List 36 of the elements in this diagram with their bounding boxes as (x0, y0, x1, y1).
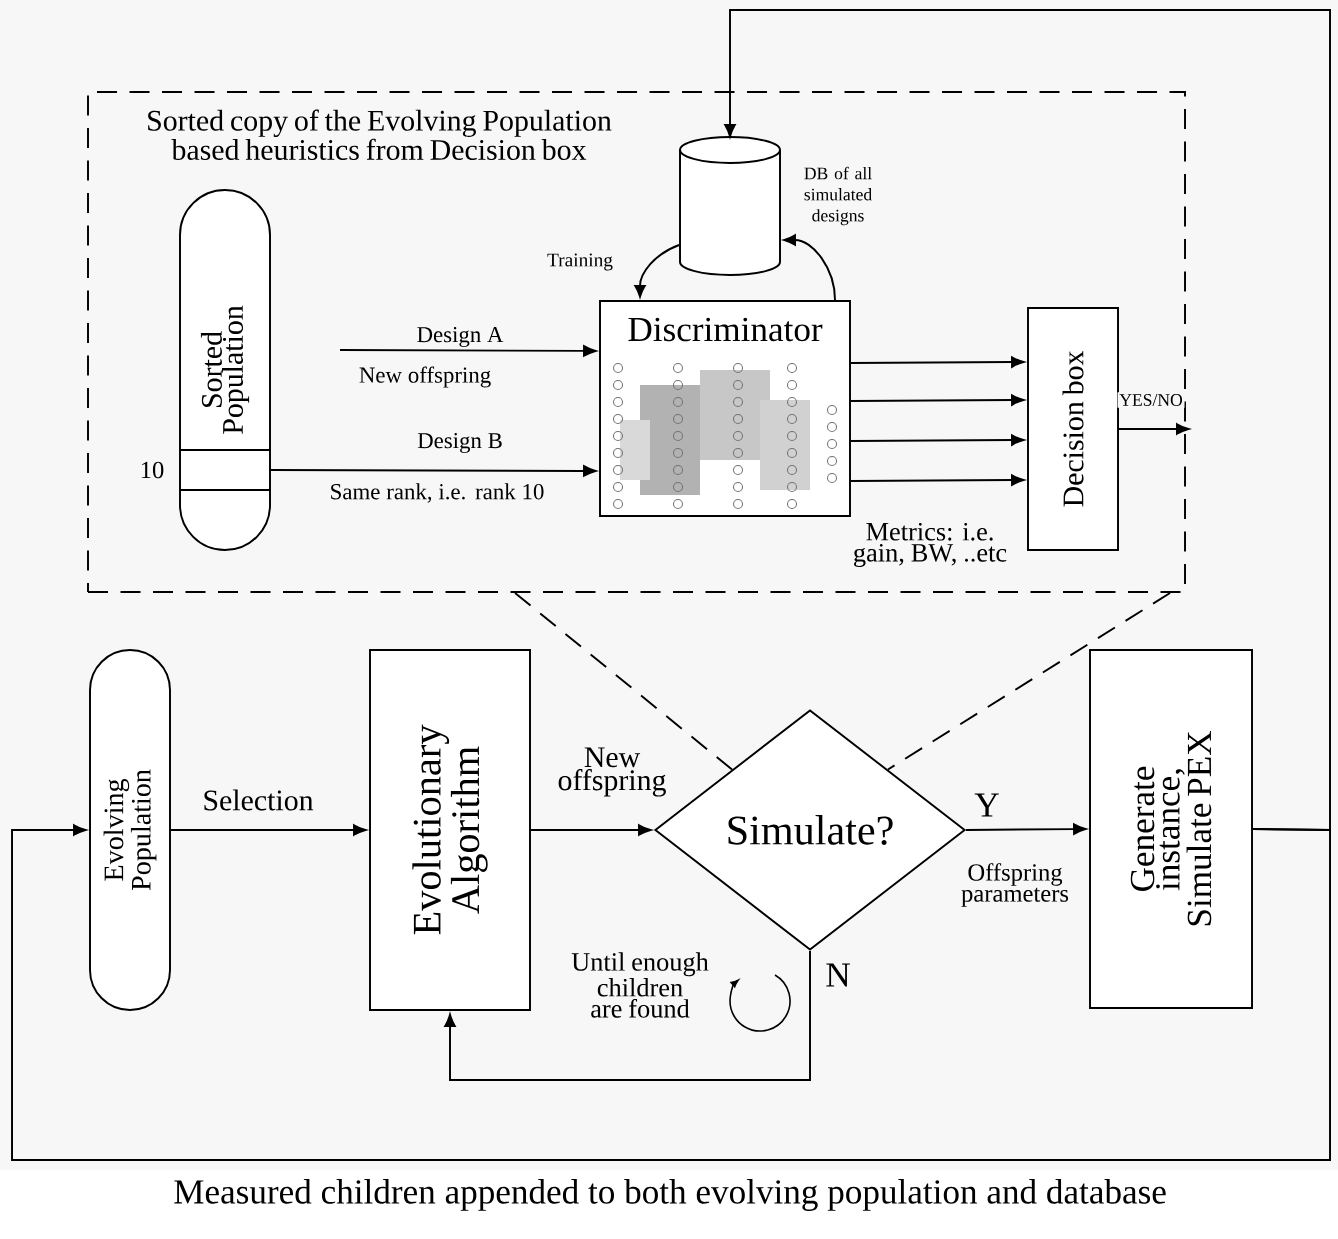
arrow (270, 465, 597, 477)
connector-line (887, 592, 1171, 771)
arrow (11, 824, 1331, 1161)
note-text: Until enough children are found (571, 952, 709, 1018)
arrow (1118, 423, 1190, 435)
note-text: Metrics: i.e. gain, BW, ..etc (854, 522, 1007, 568)
arrow (339, 345, 597, 357)
node-caption: 10 (141, 461, 164, 479)
arrow (850, 474, 1025, 486)
arrow (783, 234, 836, 301)
arrow (965, 823, 1087, 835)
group-heading: Sorted copy of the Evolving Population based heuristics from Decision box (148, 109, 612, 161)
arrow (850, 356, 1025, 368)
connector-line (514, 592, 733, 771)
caption: Measured children appended to both evolving population and database (174, 1179, 1166, 1211)
database-cylinder (679, 136, 781, 276)
edge-label: Training (545, 251, 615, 273)
arrow (850, 394, 1025, 406)
process-box: Generate instance, Simulate PEX (1089, 649, 1253, 1009)
population-capsule: Evolving Population (89, 649, 171, 1011)
edge-label: Design A (414, 325, 506, 349)
arrow (724, 9, 1331, 831)
edge-label: Selection (200, 787, 316, 813)
arrow (850, 434, 1025, 446)
arrow (634, 244, 680, 298)
process-box: Evolutionary Algorithm (369, 649, 531, 1011)
population-capsule: Sorted Population (179, 189, 271, 551)
arrow (530, 824, 652, 836)
edge-label: Design B (415, 431, 505, 455)
note-text: Same rank, i.e. rank 10 (331, 483, 544, 503)
arrow (170, 824, 367, 836)
cylinder-caption: DB of all simulated designs (804, 166, 872, 226)
process-box: Decision box (1027, 307, 1119, 551)
edge-label: YES/NO (1117, 392, 1185, 408)
note-text: New offspring (359, 366, 491, 388)
arrow (444, 950, 811, 1081)
